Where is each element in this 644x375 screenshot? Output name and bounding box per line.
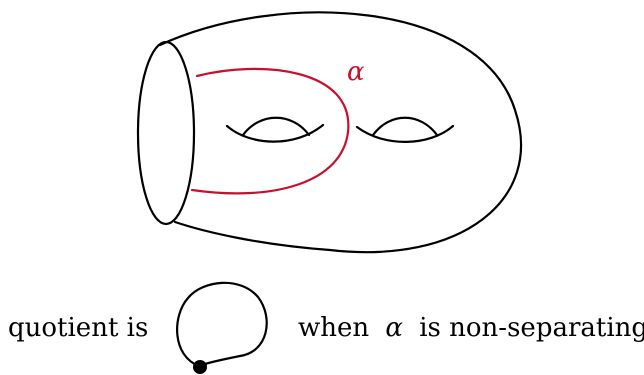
caption-right: when α is non-separating <box>298 313 644 343</box>
alpha-label: α <box>347 57 365 87</box>
boundary-circle <box>138 42 194 224</box>
surface-outline <box>160 12 521 252</box>
alpha-curve <box>192 69 348 193</box>
loop-with-basepoint-icon <box>177 283 267 374</box>
caption-left: quotient is <box>8 313 148 343</box>
right-handle <box>357 118 453 142</box>
left-handle <box>227 118 323 142</box>
basepoint-dot <box>193 360 207 374</box>
